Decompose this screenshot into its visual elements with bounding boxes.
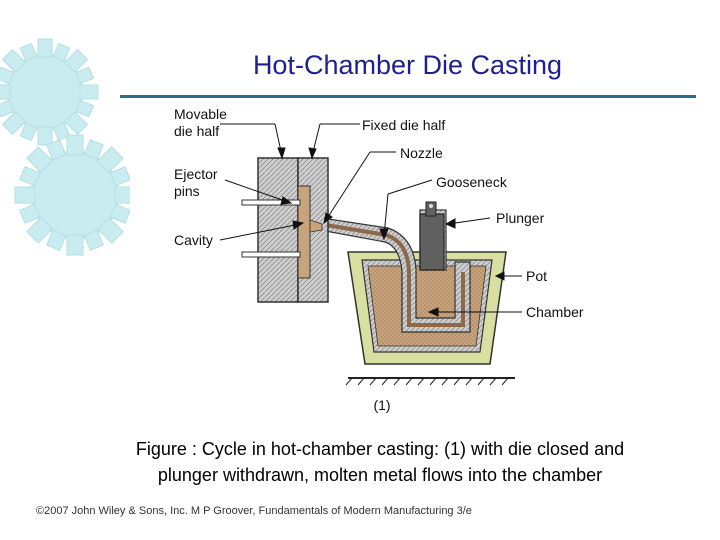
slide-title: Hot-Chamber Die Casting [252, 50, 563, 80]
diagram-drawing: (1) [219, 123, 522, 413]
label-ejector-pins: Ejector pins [174, 166, 218, 199]
label-plunger: Plunger [496, 210, 545, 226]
label-cavity: Cavity [174, 232, 213, 248]
gear-icon [0, 38, 130, 256]
plunger-rod [425, 201, 437, 217]
die-cavity [297, 185, 311, 279]
label-gooseneck: Gooseneck [436, 174, 507, 190]
ejector-pin [241, 199, 301, 206]
label-fixed-die-half: Fixed die half [362, 117, 446, 133]
caption-line-2: plunger withdrawn, molten metal flows in… [157, 465, 603, 485]
figure-caption: Figure : Cycle in hot‑chamber casting: (… [60, 436, 700, 488]
label-chamber: Chamber [526, 304, 584, 320]
label-movable-die-half: Movable die half [174, 106, 227, 139]
copyright-footer: ©2007 John Wiley & Sons, Inc. M P Groove… [36, 505, 472, 517]
gooseneck-channel [319, 222, 465, 327]
movable-die [257, 157, 299, 303]
ejector-pin [241, 251, 301, 258]
title-divider [120, 95, 696, 98]
figure-number: (1) [373, 397, 390, 413]
ground-hatch [345, 377, 509, 386]
caption-line-1: Figure : Cycle in hot‑chamber casting: (… [135, 439, 625, 459]
die-casting-diagram: (1) Movable die half Fixed die half [170, 102, 610, 420]
plunger [419, 213, 445, 271]
label-nozzle: Nozzle [400, 145, 443, 161]
label-pot: Pot [526, 268, 548, 284]
